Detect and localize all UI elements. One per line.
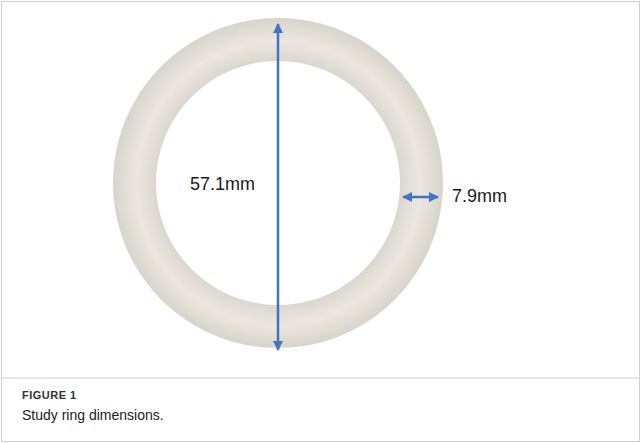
thickness-arrow: [403, 196, 438, 199]
figure-number: FIGURE 1: [22, 389, 77, 401]
diameter-arrow: [277, 24, 280, 350]
figure-caption: Study ring dimensions.: [22, 407, 164, 423]
dimension-label: 57.1mm: [190, 174, 255, 195]
caption-rule: [2, 378, 639, 379]
dimension-label: 7.9mm: [452, 186, 507, 207]
